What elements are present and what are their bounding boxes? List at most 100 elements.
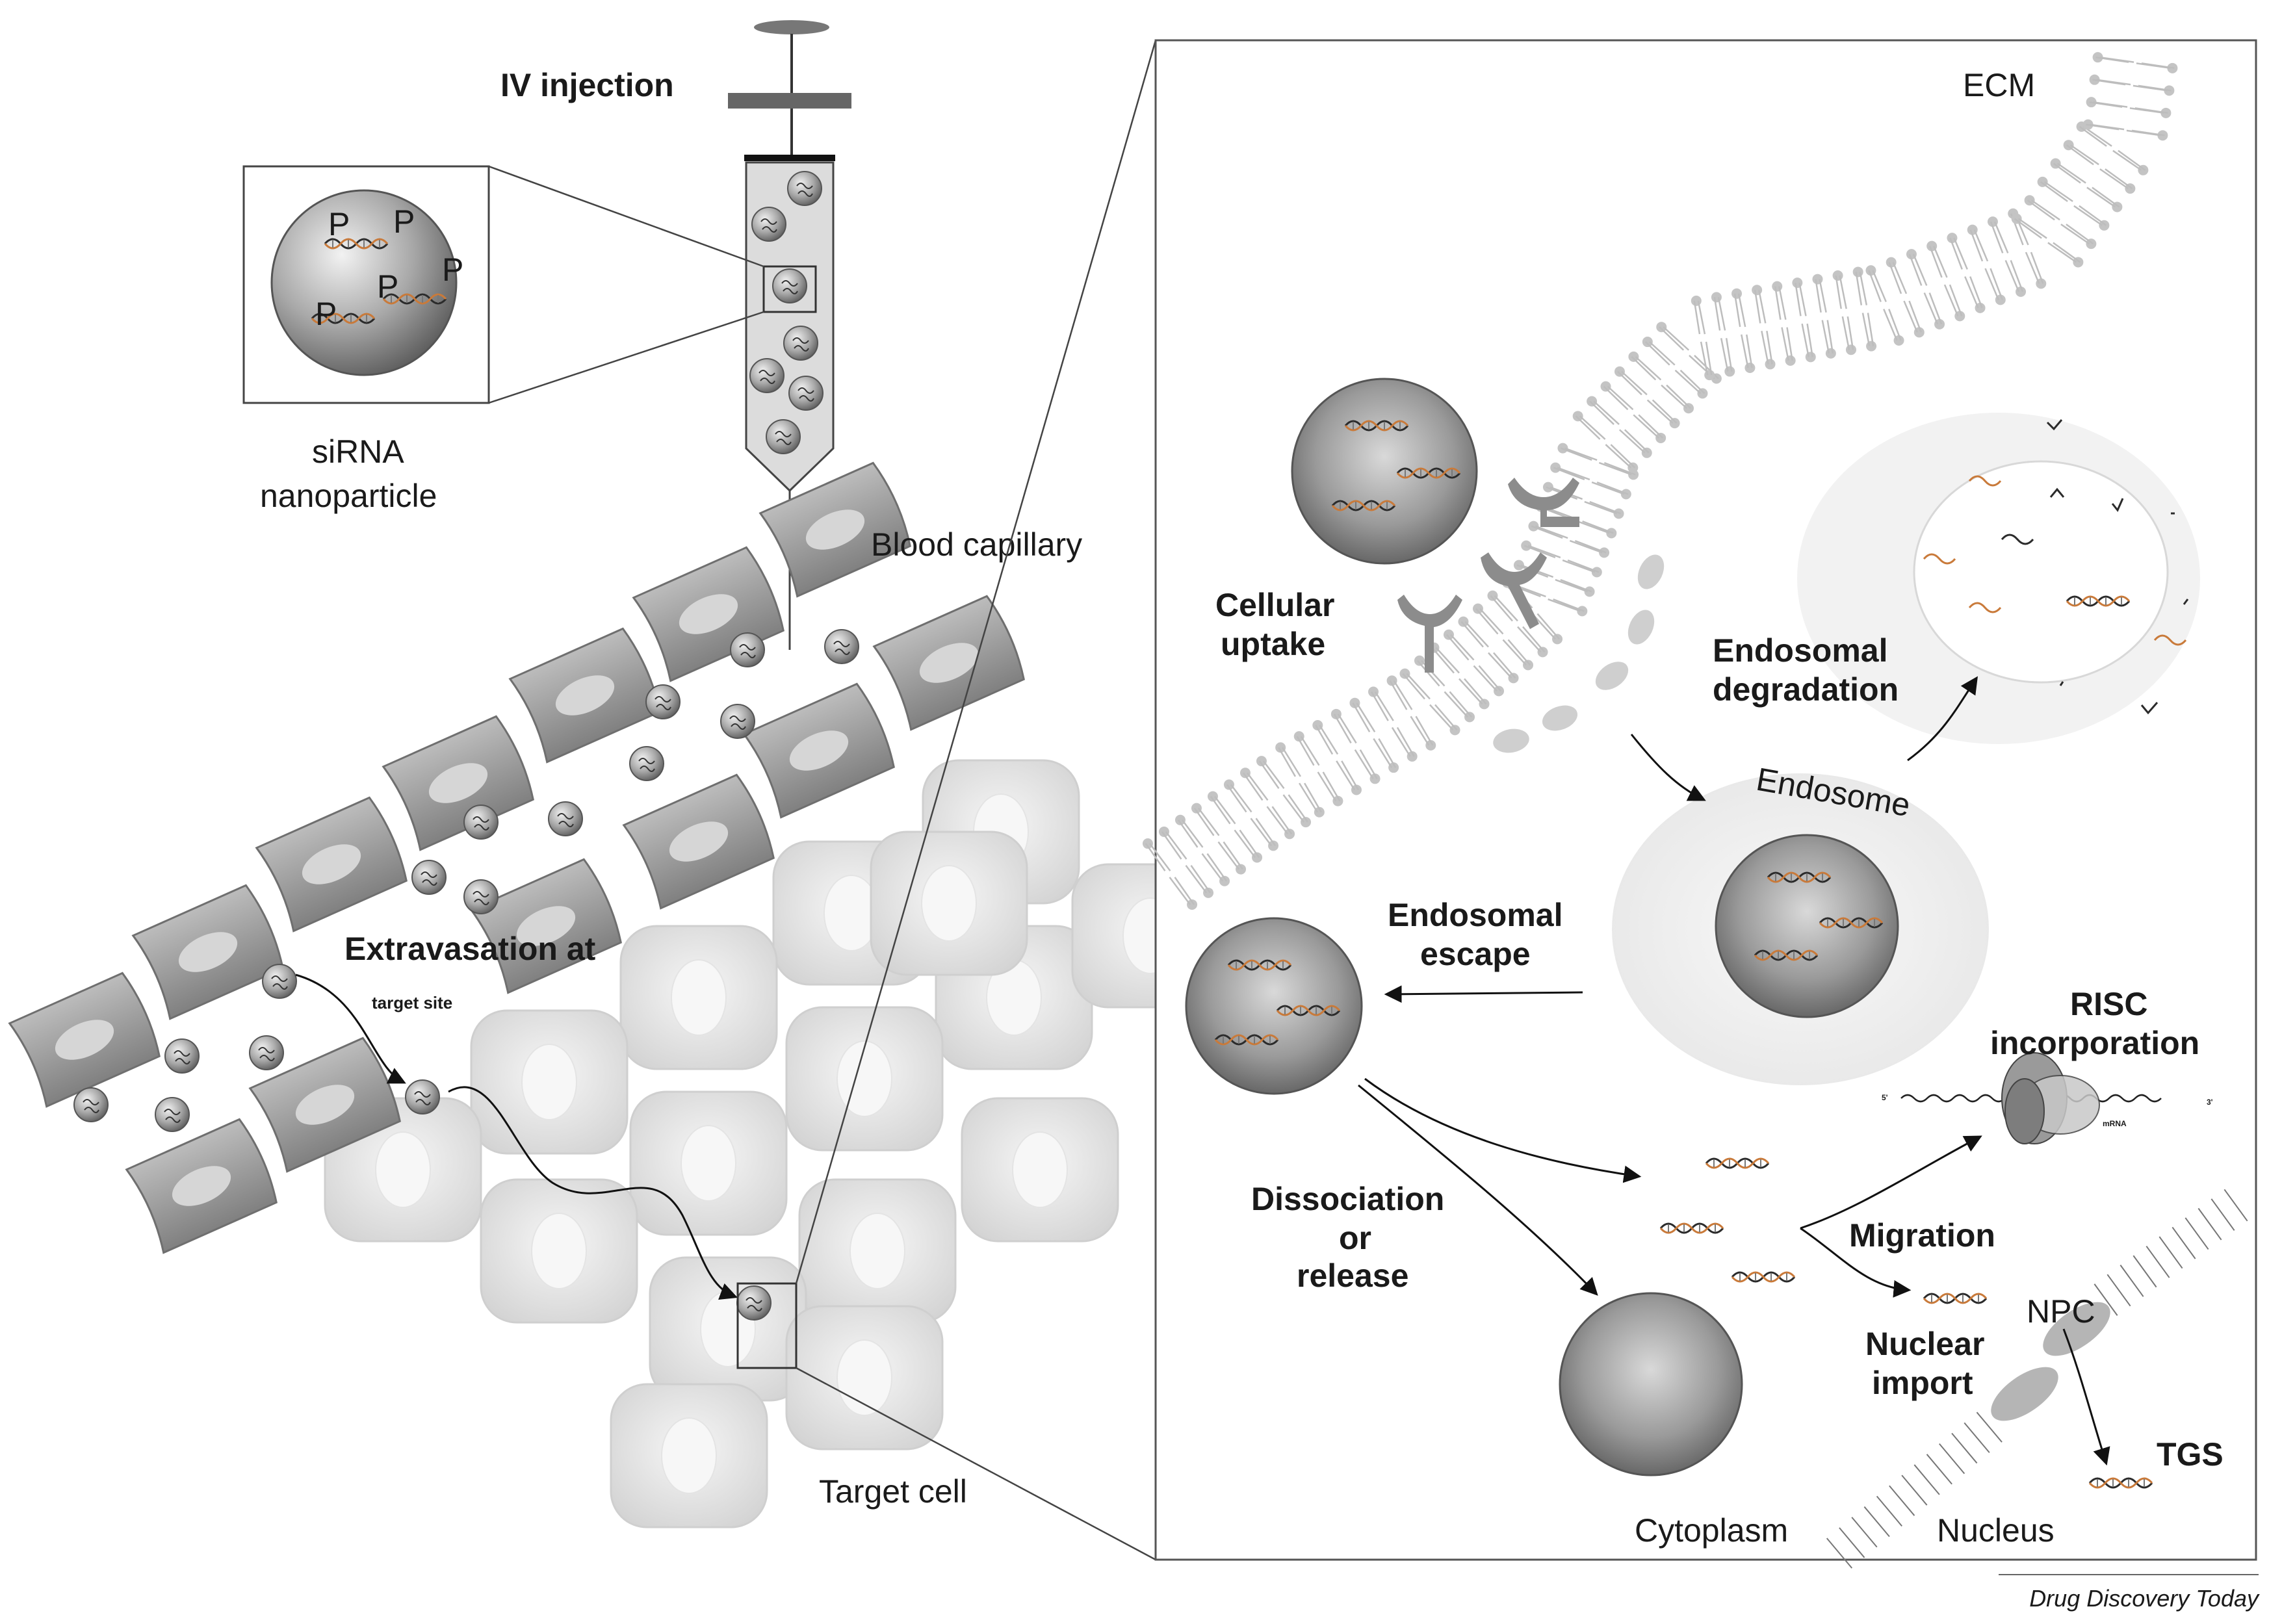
lipid-head	[1523, 660, 1534, 671]
lipid-tail	[1584, 500, 1622, 515]
nuclear-lipid	[2224, 1189, 2248, 1222]
lipid-head	[1399, 668, 1410, 679]
nuclear-import-label-line2: import	[1872, 1365, 1973, 1401]
nuclear-lipid	[1901, 1475, 1928, 1506]
lipid-tail	[1943, 284, 1963, 316]
lipid-head	[1765, 359, 1776, 370]
nuclear-lipid	[2198, 1207, 2222, 1241]
lipid-tail	[1502, 639, 1531, 666]
lipid-tail	[1278, 747, 1301, 777]
lipid-head	[1487, 590, 1498, 601]
lipid-head	[1697, 388, 1708, 399]
lipid-head	[1724, 366, 1735, 377]
lipid-head	[1805, 352, 1816, 363]
lipid-head	[1293, 731, 1304, 742]
lipid-head	[1268, 840, 1279, 851]
lipid-tail	[1633, 414, 1664, 439]
nuclear-lipid	[1939, 1443, 1965, 1475]
lipid-head	[1301, 817, 1312, 828]
lipid-tail	[2014, 218, 2047, 239]
target-cell	[785, 1305, 944, 1450]
lipid-tail	[1617, 370, 1648, 396]
lipid-head	[1785, 355, 1796, 366]
lipid-tail	[1517, 626, 1546, 653]
lipid-tail	[1598, 461, 1636, 476]
lipid-tail	[1781, 327, 1793, 361]
cellular-uptake-label-line2: uptake	[1221, 626, 1325, 662]
lipid-tail	[1258, 760, 1285, 790]
lipid-tail	[1631, 355, 1662, 381]
lipid-head	[1479, 699, 1490, 710]
lipid-tail	[1801, 323, 1813, 357]
nuclear-lipid	[1826, 1538, 1853, 1569]
lipid-head	[1275, 742, 1286, 753]
lipid-head	[1572, 411, 1583, 422]
lipid-tail	[1713, 297, 1726, 331]
lipid-head	[1312, 719, 1323, 730]
lipid-head	[1669, 418, 1680, 429]
nuclear-lipid	[2185, 1217, 2209, 1250]
nuclear-lipid	[1863, 1506, 1890, 1538]
lipid-head	[1314, 806, 1325, 818]
lipid-tail	[1226, 784, 1252, 813]
iv-injection-label: IV injection	[500, 67, 674, 103]
mrna-label: mRNA	[2103, 1119, 2127, 1128]
lipid-tail	[1589, 400, 1620, 425]
lipid-tail	[1929, 246, 1948, 278]
lipid-tail	[1460, 621, 1489, 648]
membrane-vesicles	[1493, 554, 1665, 753]
blood-capillary-label: Blood capillary	[871, 526, 1082, 563]
lipid-tail	[1431, 647, 1460, 674]
lipid-tail	[1591, 481, 1629, 495]
lipid-tail	[1659, 326, 1690, 351]
lipid-head	[1731, 288, 1743, 299]
lipid-tail	[1354, 749, 1378, 779]
lipid-head	[1332, 795, 1343, 806]
endosomal-escape-label-line2: escape	[1420, 936, 1531, 972]
uptake-nanoparticle	[1291, 378, 1478, 565]
nuclear-lipid	[1876, 1495, 1902, 1527]
lipid-tail	[2133, 84, 2172, 92]
sirna-label-line1: siRNA	[312, 433, 404, 470]
lipid-head	[1219, 875, 1230, 886]
lipid-tail	[1548, 598, 1585, 612]
lipid-tail	[2004, 260, 2024, 292]
lipid-tail	[2040, 181, 2073, 202]
lipid-head	[1158, 826, 1169, 837]
lipid-tail	[1410, 715, 1434, 746]
nuclear-lipid	[1851, 1517, 1878, 1548]
lipid-tail	[1575, 415, 1606, 440]
lipid-tail	[2099, 168, 2133, 190]
lipid-head	[1655, 432, 1666, 443]
extravasation-label-line2: target site	[372, 993, 452, 1012]
lipid-tail	[2095, 56, 2134, 63]
lipid-tail	[2066, 144, 2099, 166]
tissue-cells	[324, 759, 1230, 1528]
nuclear-lipid	[2172, 1226, 2196, 1259]
sirna-label-line2: nanoparticle	[260, 478, 437, 514]
lipid-head	[1443, 629, 1454, 640]
lipid-tail	[1193, 807, 1220, 836]
lipid-head	[1691, 295, 1702, 306]
lipid-head	[1772, 281, 1783, 292]
lipid-tail	[1774, 286, 1787, 320]
lipid-tail	[1391, 727, 1415, 757]
lipid-tail	[2073, 205, 2107, 226]
lipid-tail	[1336, 760, 1360, 791]
lipid-tail	[1490, 595, 1518, 622]
endosomal-degradation-label-line2: degradation	[1713, 671, 1899, 708]
lipid-head	[1388, 762, 1399, 773]
lipid-tail	[1444, 691, 1472, 718]
lipid-head	[1832, 270, 1843, 281]
nuclear-lipid	[2133, 1255, 2157, 1288]
nuclear-lipid	[1889, 1485, 1915, 1516]
lipid-head	[1368, 686, 1379, 697]
lipid-tail	[1903, 300, 1922, 333]
lipid-tail	[1835, 275, 1847, 309]
lipid-tail	[1603, 385, 1634, 411]
lipid-tail	[1855, 272, 1868, 305]
lipid-head	[1414, 655, 1425, 666]
migration-label: Migration	[1849, 1217, 1995, 1254]
lipid-tail	[1795, 282, 1807, 316]
